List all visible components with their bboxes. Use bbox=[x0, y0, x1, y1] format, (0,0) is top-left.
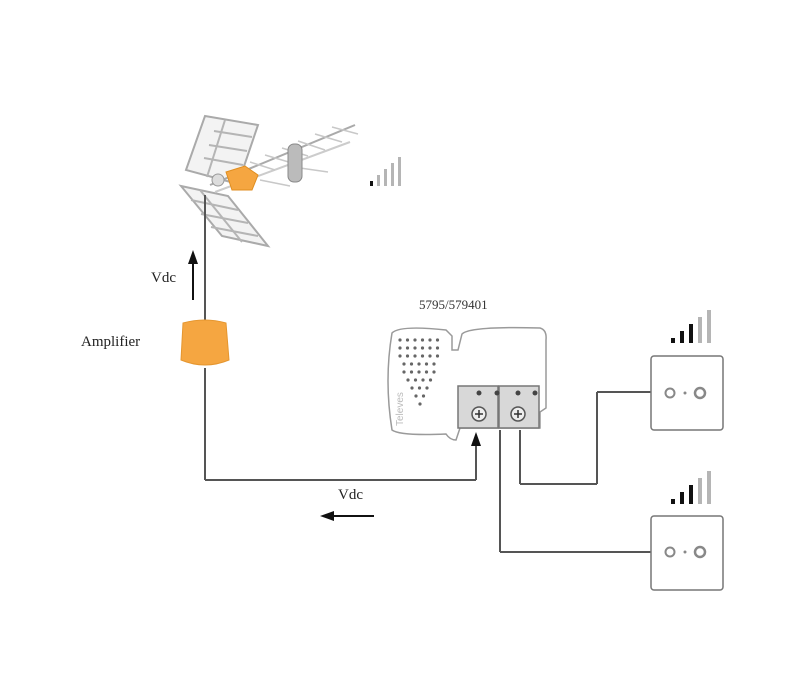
antenna-icon bbox=[178, 114, 359, 248]
power-supply-icon: Televes bbox=[387, 326, 547, 441]
vent-dot bbox=[409, 362, 414, 366]
vent-dot bbox=[405, 338, 410, 342]
vdc-up-arrow-icon bbox=[188, 250, 198, 300]
outlet-top-signal-bars bbox=[671, 310, 711, 343]
amplifier-label: Amplifier bbox=[81, 334, 141, 350]
cable bbox=[204, 195, 652, 553]
signal-bar bbox=[398, 157, 401, 186]
vent-dot bbox=[413, 378, 418, 382]
signal-bar bbox=[689, 485, 693, 504]
vent-dot bbox=[402, 370, 406, 374]
vent-dot bbox=[405, 354, 410, 358]
signal-bar bbox=[680, 331, 684, 343]
vent-dot bbox=[435, 346, 440, 350]
vent-dot bbox=[428, 346, 432, 350]
vent-dot bbox=[413, 346, 417, 350]
vent-dot bbox=[418, 402, 422, 406]
vent-dot bbox=[425, 386, 429, 390]
vent-dot bbox=[420, 346, 425, 350]
wall-outlet-bottom bbox=[650, 515, 724, 591]
vent-dot bbox=[435, 338, 440, 342]
vdc-left-label: Vdc bbox=[338, 487, 363, 503]
vent-dot bbox=[398, 354, 402, 358]
antenna-signal-bars bbox=[370, 157, 401, 186]
signal-bar bbox=[698, 317, 702, 343]
vent-dot bbox=[428, 354, 432, 358]
vent-dot bbox=[417, 370, 421, 374]
input-arrow-icon bbox=[471, 432, 481, 446]
vent-dot bbox=[428, 378, 433, 382]
vent-dot bbox=[428, 338, 432, 342]
vent-dot bbox=[413, 338, 417, 342]
signal-bar bbox=[698, 478, 702, 504]
vdc-left-arrow-icon bbox=[320, 511, 374, 521]
brand-label: Televes bbox=[395, 392, 406, 426]
vent-dot bbox=[398, 338, 402, 342]
amplifier-icon bbox=[180, 319, 230, 366]
vent-dot bbox=[414, 394, 418, 398]
vent-dot bbox=[424, 370, 429, 374]
signal-bar bbox=[671, 338, 675, 343]
outlet-bottom-signal-bars bbox=[671, 471, 711, 504]
vent-dot bbox=[432, 362, 436, 366]
vent-dot bbox=[432, 370, 436, 374]
vdc-up-label: Vdc bbox=[151, 270, 176, 286]
vent-dot bbox=[421, 394, 426, 398]
vent-dot bbox=[413, 354, 417, 358]
vent-dot bbox=[435, 354, 440, 358]
signal-bar bbox=[370, 181, 373, 186]
vent-dot bbox=[420, 354, 425, 358]
signal-bar bbox=[680, 492, 684, 504]
vent-dot bbox=[424, 362, 429, 366]
model-label: 5795/579401 bbox=[419, 297, 488, 312]
vent-dot bbox=[410, 386, 414, 390]
vent-dot bbox=[417, 386, 422, 390]
signal-bar bbox=[689, 324, 693, 343]
signal-bar bbox=[384, 169, 387, 186]
signal-bar bbox=[391, 163, 394, 186]
signal-bar bbox=[707, 310, 711, 343]
vent-dot bbox=[409, 370, 414, 374]
vent-dot bbox=[402, 362, 406, 366]
signal-bar bbox=[377, 175, 380, 186]
signal-bar bbox=[671, 499, 675, 504]
vent-dot bbox=[420, 338, 425, 342]
vent-dot bbox=[421, 378, 425, 382]
vent-dot bbox=[398, 346, 402, 350]
vent-dot bbox=[405, 346, 410, 350]
vent-dot bbox=[417, 362, 421, 366]
signal-bar bbox=[707, 471, 711, 504]
vent-dot bbox=[406, 378, 410, 382]
wall-outlet-top bbox=[650, 355, 724, 431]
